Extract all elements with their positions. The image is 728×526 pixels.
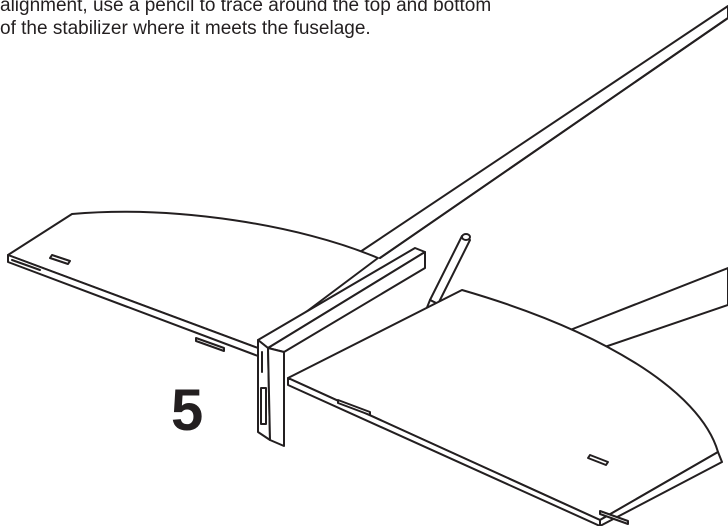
right-stabilizer-slot-inner xyxy=(587,454,609,466)
instruction-line-2: of the stabilizer where it meets the fus… xyxy=(0,18,371,39)
left-stabilizer-slot-edge xyxy=(195,337,225,352)
left-stabilizer xyxy=(7,210,379,357)
right-stabilizer-slot-tip xyxy=(599,510,629,525)
instruction-text: alignment, use a pencil to trace around … xyxy=(0,0,640,40)
fuselage-rear xyxy=(564,267,728,353)
step-number: 5 xyxy=(171,378,204,443)
left-stabilizer-slot-inner xyxy=(49,254,71,265)
right-stabilizer xyxy=(287,289,723,526)
fuselage-slot-window xyxy=(260,387,267,425)
right-stabilizer-slot-edge xyxy=(337,399,371,416)
instruction-line-1: alignment, use a pencil to trace around … xyxy=(0,0,492,16)
fuselage-slot-block xyxy=(257,247,426,447)
vertical-fin xyxy=(359,5,728,259)
